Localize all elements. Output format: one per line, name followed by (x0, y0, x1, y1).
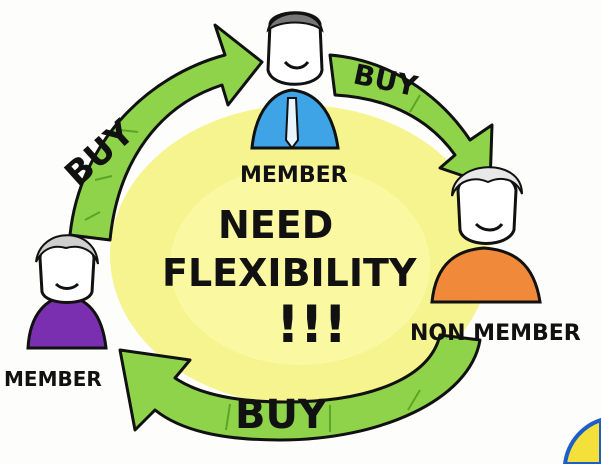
center-highlight (170, 165, 430, 365)
left-member-smile (54, 282, 80, 290)
right-nonmember-shirt (430, 246, 542, 304)
top-member-tie (284, 97, 300, 150)
top-member-figure (250, 11, 340, 150)
top-member-head (266, 11, 324, 86)
center-need-text: NEED (218, 203, 333, 247)
left-member-hair (35, 234, 99, 265)
left-buy-arrow (68, 23, 264, 242)
bottom-buy-arrow (118, 333, 482, 442)
top-member-smile (283, 60, 310, 70)
right-nonmember-label: NON MEMBER (410, 321, 581, 346)
left-member-label: MEMBER (4, 367, 102, 391)
center-flexibility-text: FLEXIBILITY (162, 251, 417, 295)
top-right-buy-arrow (328, 53, 494, 187)
right-nonmember-hair (451, 166, 523, 197)
center-exclamations: !!! (276, 295, 347, 355)
corner-partial-circle (562, 417, 601, 464)
right-nonmember-head (456, 171, 518, 245)
bottom-buy-label: BUY (235, 392, 328, 438)
top-member-label: MEMBER (240, 163, 348, 188)
arrow-hatching (84, 70, 421, 432)
top-member-hair (266, 12, 324, 33)
right-nonmember-smile (474, 222, 504, 232)
left-member-figure (26, 234, 108, 350)
right-nonmember-figure (430, 166, 542, 304)
